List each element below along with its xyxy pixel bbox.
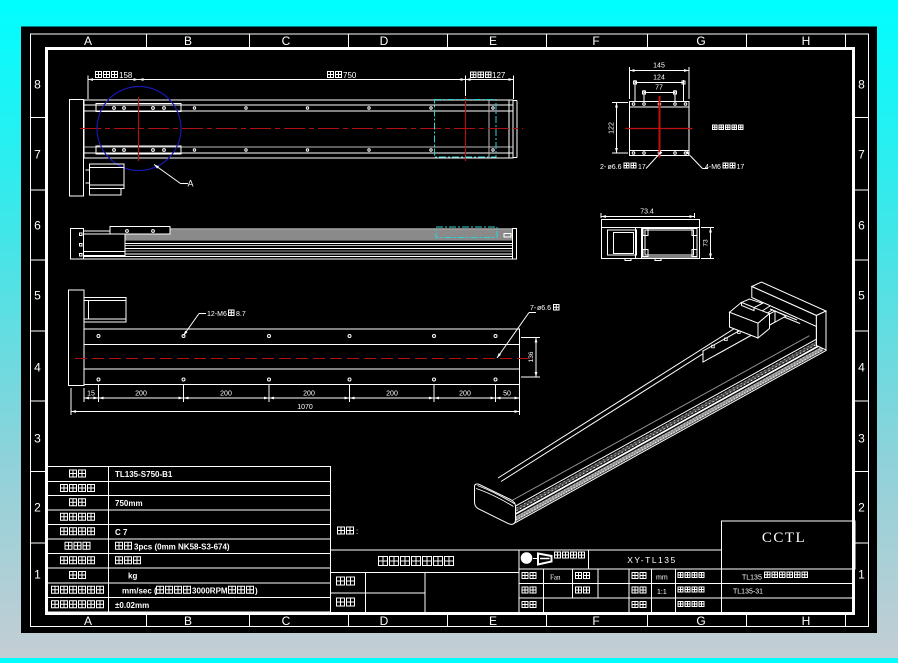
svg-text:XY-TL135: XY-TL135 — [627, 555, 677, 565]
svg-text:6: 6 — [858, 219, 865, 233]
svg-text:8.7: 8.7 — [236, 311, 246, 318]
svg-text:A: A — [84, 614, 92, 628]
svg-text:5: 5 — [858, 289, 865, 303]
svg-text:D: D — [380, 34, 389, 48]
svg-text:Fan: Fan — [550, 574, 561, 582]
svg-text:200: 200 — [303, 391, 315, 398]
svg-text:6: 6 — [34, 219, 41, 233]
svg-text:1: 1 — [858, 568, 865, 582]
svg-text:CCTL: CCTL — [762, 530, 806, 546]
svg-text:7: 7 — [858, 148, 865, 162]
svg-text:mm/sec (: mm/sec ( — [122, 586, 157, 595]
svg-text:C: C — [282, 34, 291, 48]
svg-text:D: D — [380, 614, 389, 628]
svg-text:ø6.6: ø6.6 — [608, 164, 622, 171]
svg-text:G: G — [696, 614, 705, 628]
svg-text:8: 8 — [858, 78, 865, 92]
svg-text:4-M6: 4-M6 — [705, 164, 721, 171]
svg-text:127: 127 — [492, 71, 506, 80]
svg-text:3: 3 — [34, 432, 41, 446]
svg-text:TL135: TL135 — [742, 575, 762, 582]
svg-text:3000RPM: 3000RPM — [192, 586, 228, 595]
svg-text:124: 124 — [653, 75, 665, 82]
svg-text:3: 3 — [858, 432, 865, 446]
svg-text:2: 2 — [858, 501, 865, 515]
svg-text:750: 750 — [343, 71, 357, 80]
svg-text:A: A — [188, 179, 194, 189]
svg-text:1:1: 1:1 — [657, 589, 667, 596]
svg-text:73: 73 — [703, 239, 710, 247]
svg-text:145: 145 — [653, 63, 665, 70]
svg-text:200: 200 — [135, 391, 147, 398]
svg-text:5: 5 — [34, 289, 41, 303]
svg-text:±0.02mm: ±0.02mm — [115, 601, 149, 610]
svg-text:H: H — [802, 34, 811, 48]
svg-text:122: 122 — [609, 122, 616, 134]
svg-text:kg: kg — [128, 572, 137, 581]
svg-text:F: F — [592, 614, 599, 628]
svg-text:17: 17 — [737, 164, 745, 171]
svg-text:73.4: 73.4 — [640, 209, 654, 216]
svg-text:200: 200 — [459, 391, 471, 398]
svg-text:mm: mm — [656, 575, 668, 582]
svg-text:B: B — [184, 34, 192, 48]
svg-text:136: 136 — [528, 351, 535, 362]
svg-text:17: 17 — [638, 164, 646, 171]
svg-text:2-: 2- — [600, 164, 607, 171]
svg-text:4: 4 — [858, 361, 865, 375]
svg-text:4: 4 — [34, 361, 41, 375]
svg-text:3pcs (0mm NK58-S3-674): 3pcs (0mm NK58-S3-674) — [134, 542, 230, 551]
svg-text:1070: 1070 — [297, 404, 313, 411]
svg-text:ø6.6: ø6.6 — [537, 305, 551, 312]
svg-text:B: B — [184, 614, 192, 628]
svg-text:15: 15 — [87, 391, 95, 398]
svg-text:C 7: C 7 — [115, 528, 128, 537]
svg-text:H: H — [802, 614, 811, 628]
svg-text:TL135-S750-B1: TL135-S750-B1 — [115, 470, 173, 479]
svg-text:F: F — [592, 34, 599, 48]
svg-text:2: 2 — [34, 501, 41, 515]
svg-text:): ) — [255, 586, 258, 595]
svg-text:E: E — [489, 34, 497, 48]
svg-text:7-: 7- — [530, 305, 537, 312]
svg-text::: : — [356, 527, 358, 536]
svg-text:77: 77 — [655, 85, 663, 92]
svg-text:G: G — [696, 34, 705, 48]
svg-text:158: 158 — [119, 71, 133, 80]
svg-text:200: 200 — [220, 391, 232, 398]
svg-text:8: 8 — [34, 78, 41, 92]
svg-text:E: E — [489, 614, 497, 628]
svg-text:50: 50 — [503, 391, 511, 398]
svg-text:A: A — [84, 34, 92, 48]
svg-text:1: 1 — [34, 568, 41, 582]
svg-text:12-M6: 12-M6 — [207, 311, 227, 318]
svg-text:C: C — [282, 614, 291, 628]
svg-text:200: 200 — [386, 391, 398, 398]
svg-text:750mm: 750mm — [115, 499, 143, 508]
svg-text:7: 7 — [34, 148, 41, 162]
svg-text:TL135-31: TL135-31 — [733, 589, 763, 596]
